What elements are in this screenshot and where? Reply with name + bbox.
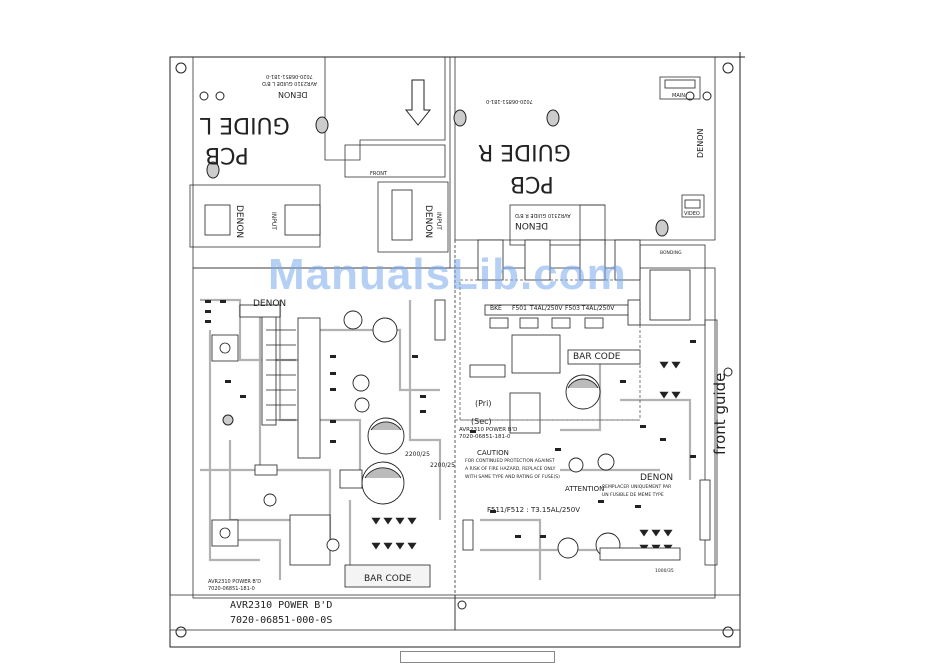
guide-r-title: GUIDE R [478,139,571,164]
sub-board-title: AVR2310 POWER B'D [459,427,518,433]
board-title: AVR2310 POWER B'D [230,600,333,611]
caution-title: CAUTION [477,449,509,457]
sub-board-part: 7020-06851-181-0 [459,434,511,440]
guide-r-model: AVR2310 GUIDE R B'D [515,212,571,218]
guide-l-brand: DENON [278,90,308,99]
fuse-bke: BKE [490,305,502,312]
bar-code-right: BAR CODE [573,352,621,362]
front-guide-label: front guide [711,372,729,455]
primary-label: (Pri) [475,399,492,408]
main-connector-label: MAIN [672,93,685,99]
guide-l-pcb: PCB [205,142,249,167]
video-board-label: VIDEO [684,211,700,217]
attention-line-2: UN FUSIBLE DE MEME TYPE [602,493,664,498]
footer-box [400,651,555,663]
attention-line-1: REMPLACER UNIQUEMENT PAR [602,485,672,490]
fuse-area [455,239,691,561]
guide-r-part: 7020-06851-181-0 [486,98,533,104]
guide-r-pcb: PCB [510,171,554,196]
guide-arrow [199,79,712,426]
sub-title-left: AVR2310 POWER B'D [208,579,262,585]
fuse-f502-rating: T4AL/250V [530,305,563,312]
guide-r-brand: DENON [515,220,549,230]
fuse-f501: F501 [512,305,527,312]
board-brand: DENON [253,299,287,309]
caution-line-1: FOR CONTINUED PROTECTION AGAINST [465,459,555,464]
secondary-label: (Sec) [471,417,492,426]
rating-small-label: 1000/35 [655,569,674,574]
main-board-label: INPUT [435,212,442,230]
diode-arrays [371,361,681,552]
top-right-brand: DENON [696,128,705,158]
caution-line-2: A RISK OF FIRE HAZARD, REPLACE ONLY [465,467,556,472]
attention-title: ATTENTION [565,485,605,493]
fuse-f503: F503 T4AL/250V [565,305,615,312]
cap-label-1: 2200/25 [405,451,430,458]
fuse-f511-rating: F511/F512 : T3.15AL/250V [487,506,580,514]
front-board-label: FRONT [370,171,388,177]
guide-l-model: AVR2310 GUIDE L B'D [262,80,317,86]
cap-label-2: 2200/25 [430,462,455,469]
guide-l-title: GUIDE L [200,112,290,137]
caution-line-3: WITH SAME TYPE AND RATING OF FUSE(S) [465,475,560,480]
input-board-brand: DENON [234,205,244,239]
board-part-number: 7020-06851-000-0S [230,615,333,626]
bar-code-left: BAR CODE [364,574,412,584]
guide-l-part: 7020-06851-181-0 [266,73,313,79]
watermark: ManualsLib.com [268,250,627,299]
input-board-label: INPUT [270,212,277,230]
sub-part-left: 7020-06851-181-0 [208,586,255,592]
main-board-brand: DENON [423,205,433,239]
board-brand-right: DENON [640,473,674,483]
capacitors [263,310,621,559]
bonding-label: BONDING [660,251,682,256]
guide-panels [189,57,716,269]
connectors [204,79,711,551]
small-components [205,300,696,538]
